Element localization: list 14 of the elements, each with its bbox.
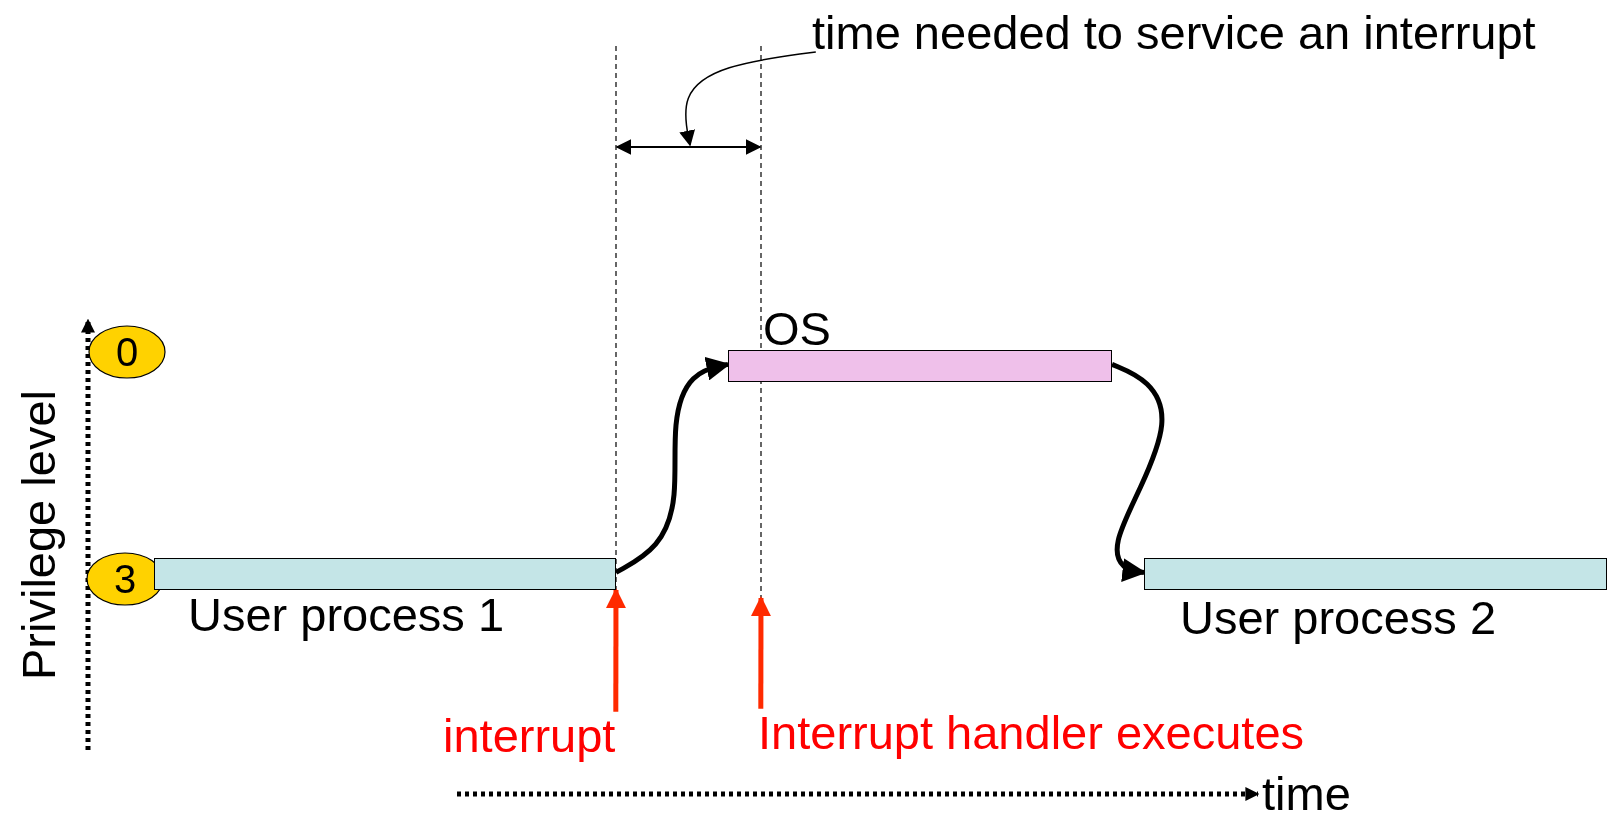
process-label: OS [763,302,831,356]
level-number: 0 [114,330,140,374]
axis-title: Privilege level [12,390,66,680]
annotation-text: Interrupt handler executes [758,706,1305,760]
annotation-text: time needed to service an interrupt [812,6,1536,60]
pointer-arrow [750,596,771,709]
pointer-arrow [605,588,626,712]
transition-arrow [1111,362,1165,582]
process-label: User process 1 [188,588,505,642]
level-number: 3 [112,557,138,601]
process-label: User process 2 [1180,591,1497,645]
leader-line [679,51,817,147]
annotation-text: interrupt [443,709,616,763]
axis-label: time [1262,767,1351,814]
